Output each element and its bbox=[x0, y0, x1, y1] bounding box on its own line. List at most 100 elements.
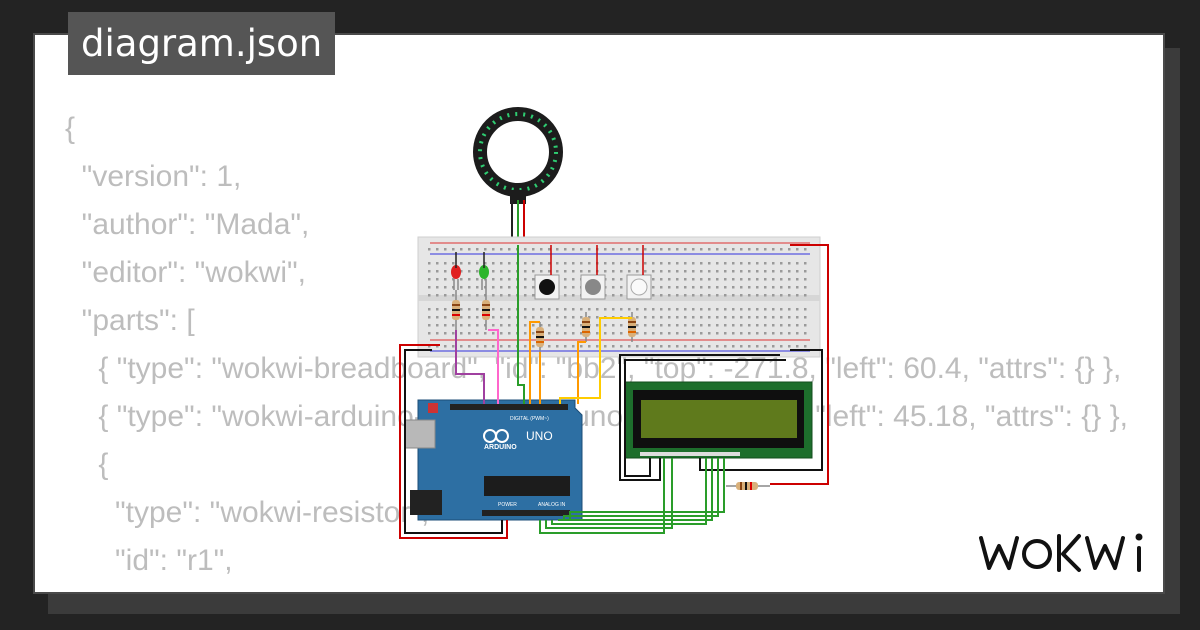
breadboard-hole bbox=[588, 270, 591, 273]
breadboard-hole bbox=[756, 262, 759, 265]
breadboard-hole bbox=[572, 324, 575, 327]
arduino-model-label: UNO bbox=[526, 429, 553, 443]
breadboard-hole bbox=[748, 332, 751, 335]
breadboard-hole bbox=[476, 248, 479, 251]
neopixel-ring[interactable] bbox=[473, 107, 563, 204]
breadboard-hole bbox=[428, 262, 431, 265]
breadboard-hole bbox=[756, 308, 759, 311]
breadboard-hole bbox=[676, 294, 679, 297]
breadboard-hole bbox=[740, 270, 743, 273]
breadboard-hole bbox=[444, 286, 447, 289]
breadboard-hole bbox=[692, 270, 695, 273]
breadboard-hole bbox=[532, 308, 535, 311]
resistor-button-3[interactable] bbox=[628, 312, 636, 342]
breadboard-hole bbox=[444, 278, 447, 281]
breadboard-hole bbox=[564, 248, 567, 251]
breadboard-hole bbox=[620, 262, 623, 265]
breadboard-hole bbox=[604, 248, 607, 251]
resistor-lcd[interactable] bbox=[726, 482, 770, 490]
breadboard-hole bbox=[780, 345, 783, 348]
code-line: "type": "wokwi-resistor", bbox=[65, 496, 430, 529]
breadboard-hole bbox=[788, 308, 791, 311]
breadboard-hole bbox=[436, 270, 439, 273]
breadboard-hole bbox=[644, 316, 647, 319]
breadboard-hole bbox=[732, 308, 735, 311]
breadboard-hole bbox=[468, 324, 471, 327]
breadboard-hole bbox=[580, 248, 583, 251]
breadboard-hole bbox=[780, 308, 783, 311]
breadboard-hole bbox=[508, 308, 511, 311]
breadboard-hole bbox=[652, 308, 655, 311]
breadboard-hole bbox=[652, 248, 655, 251]
breadboard-hole bbox=[500, 278, 503, 281]
breadboard-hole bbox=[660, 248, 663, 251]
breadboard-hole bbox=[708, 294, 711, 297]
breadboard-hole bbox=[604, 262, 607, 265]
resistor-button-1[interactable] bbox=[536, 322, 544, 352]
breadboard-hole bbox=[796, 278, 799, 281]
breadboard-hole bbox=[700, 270, 703, 273]
breadboard[interactable] bbox=[417, 236, 821, 358]
resistor-button-2[interactable] bbox=[582, 312, 590, 342]
breadboard-hole bbox=[460, 308, 463, 311]
breadboard-hole bbox=[572, 345, 575, 348]
breadboard-hole bbox=[788, 294, 791, 297]
lcd-display[interactable] bbox=[624, 381, 813, 459]
breadboard-hole bbox=[804, 278, 807, 281]
breadboard-hole bbox=[780, 262, 783, 265]
resistor-led-green[interactable] bbox=[482, 290, 490, 330]
breadboard-hole bbox=[716, 345, 719, 348]
red-led[interactable] bbox=[451, 265, 461, 290]
breadboard-hole bbox=[732, 294, 735, 297]
breadboard-hole bbox=[708, 324, 711, 327]
pushbutton-black[interactable] bbox=[534, 274, 560, 300]
breadboard-hole bbox=[748, 286, 751, 289]
breadboard-hole bbox=[620, 248, 623, 251]
breadboard-hole bbox=[452, 248, 455, 251]
breadboard-hole bbox=[724, 308, 727, 311]
breadboard-hole bbox=[532, 332, 535, 335]
breadboard-hole bbox=[652, 324, 655, 327]
pushbutton-gray[interactable] bbox=[580, 274, 606, 300]
breadboard-hole bbox=[692, 308, 695, 311]
breadboard-hole bbox=[436, 248, 439, 251]
breadboard-hole bbox=[668, 316, 671, 319]
breadboard-hole bbox=[660, 345, 663, 348]
breadboard-hole bbox=[772, 316, 775, 319]
breadboard-hole bbox=[492, 332, 495, 335]
breadboard-hole bbox=[476, 316, 479, 319]
breadboard-hole bbox=[476, 324, 479, 327]
breadboard-hole bbox=[460, 316, 463, 319]
breadboard-hole bbox=[548, 324, 551, 327]
breadboard-hole bbox=[740, 278, 743, 281]
breadboard-hole bbox=[532, 262, 535, 265]
breadboard-hole bbox=[460, 332, 463, 335]
breadboard-hole bbox=[732, 316, 735, 319]
breadboard-hole bbox=[692, 248, 695, 251]
breadboard-hole bbox=[572, 294, 575, 297]
breadboard-hole bbox=[468, 316, 471, 319]
breadboard-hole bbox=[644, 324, 647, 327]
breadboard-hole bbox=[492, 286, 495, 289]
resistor-led-red[interactable] bbox=[452, 290, 460, 330]
breadboard-hole bbox=[788, 324, 791, 327]
breadboard-hole bbox=[788, 278, 791, 281]
breadboard-hole bbox=[436, 332, 439, 335]
breadboard-hole bbox=[684, 324, 687, 327]
breadboard-hole bbox=[724, 345, 727, 348]
breadboard-hole bbox=[732, 270, 735, 273]
breadboard-hole bbox=[740, 332, 743, 335]
breadboard-hole bbox=[756, 332, 759, 335]
breadboard-hole bbox=[732, 248, 735, 251]
breadboard-hole bbox=[724, 324, 727, 327]
breadboard-hole bbox=[708, 270, 711, 273]
breadboard-hole bbox=[564, 262, 567, 265]
breadboard-hole bbox=[476, 294, 479, 297]
green-led[interactable] bbox=[479, 265, 489, 290]
pushbutton-white[interactable] bbox=[626, 274, 652, 300]
filename-tab: diagram.json bbox=[68, 12, 336, 75]
breadboard-hole bbox=[708, 332, 711, 335]
arduino-uno[interactable]: ARDUINO UNO DIGITAL (PWM~) POWER ANALOG … bbox=[404, 399, 583, 521]
breadboard-hole bbox=[524, 345, 527, 348]
breadboard-hole bbox=[772, 345, 775, 348]
